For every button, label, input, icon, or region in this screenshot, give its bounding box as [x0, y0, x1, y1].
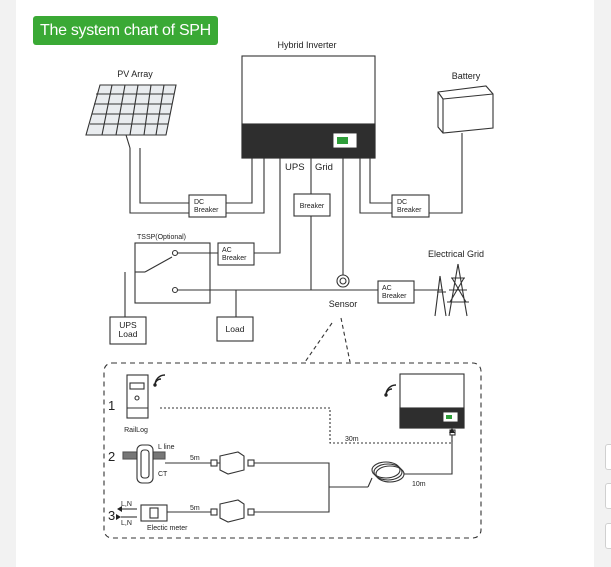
electric-meter-icon [140, 504, 168, 522]
battery-icon [437, 85, 494, 134]
ac-breaker-2-line2: Breaker [382, 293, 407, 300]
ac-breaker-1-line1: AC [222, 247, 232, 254]
hybrid-inverter-icon [241, 55, 376, 159]
raillog-label: RailLog [124, 427, 148, 434]
dc-breaker-1-line2: Breaker [194, 207, 219, 214]
inverter-label: Hybrid Inverter [277, 40, 336, 50]
electric-meter-label: Electic meter [147, 525, 188, 532]
side-scroll-button-2[interactable] [605, 483, 611, 509]
dc-breaker-2-line1: DC [397, 199, 407, 206]
ln-out-label: L,N [121, 520, 132, 527]
side-scroll-button-3[interactable] [605, 523, 611, 549]
transmission-tower-icon [434, 263, 469, 317]
ac-breaker-1-line2: Breaker [222, 255, 247, 262]
ups-load-line1: UPS [119, 320, 137, 330]
arrow-icon [116, 428, 455, 520]
breaker-label: Breaker [300, 203, 325, 210]
ln-in-label: L,N [121, 501, 132, 508]
distance-5m-1-label: 5m [190, 455, 200, 462]
raillog-icon [126, 374, 149, 419]
ac-breaker-2-line1: AC [382, 285, 392, 292]
side-scroll-button-1[interactable] [605, 444, 611, 470]
step-3-number: 3 [108, 508, 115, 523]
pv-array-icon [85, 84, 177, 149]
dc-breaker-1-line1: DC [194, 199, 204, 206]
grid-port-label: Grid [315, 162, 333, 173]
ct-sensor-icon [122, 444, 166, 484]
page-title: The system chart of SPH [33, 16, 218, 45]
battery-label: Battery [452, 71, 481, 81]
electrical-grid-label: Electrical Grid [428, 249, 484, 259]
tssp-label: TSSP(Optional) [137, 234, 186, 241]
coiled-cable-icon [367, 461, 405, 488]
step-2-number: 2 [108, 449, 115, 464]
dc-breaker-2-line2: Breaker [397, 207, 422, 214]
l-line-label: L line [158, 444, 175, 451]
ups-load-line2: Load [119, 329, 138, 339]
distance-5m-2-label: 5m [190, 505, 200, 512]
ups-port-label: UPS [285, 162, 305, 173]
sensor-label: Sensor [329, 299, 358, 309]
pv-label: PV Array [117, 69, 153, 79]
distance-30m-label: 30m [345, 436, 359, 443]
mini-inverter-icon [399, 373, 465, 436]
step-1-number: 1 [108, 398, 115, 413]
load-label: Load [226, 324, 245, 334]
distance-10m-label: 10m [412, 481, 426, 488]
ct-label: CT [158, 471, 168, 478]
wifi-icon [153, 374, 397, 397]
